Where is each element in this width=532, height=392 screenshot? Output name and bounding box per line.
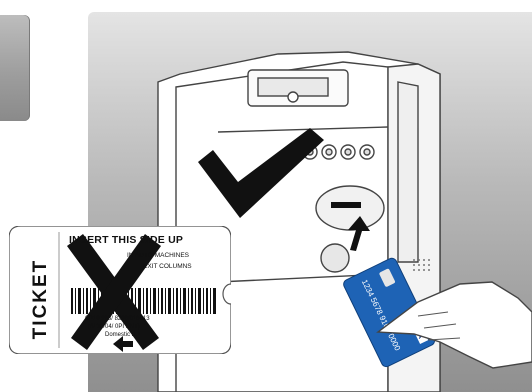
ticket-line-2: EXIT COLUMNS xyxy=(143,263,192,270)
ticket-side-label: TICKET xyxy=(30,249,52,349)
ticket-line-1: IN AUTO MACHINES xyxy=(127,252,189,259)
ticket-code-c: Domestic rt 1 xyxy=(105,332,140,338)
side-tab-button[interactable] xyxy=(0,15,30,121)
parking-ticket: TICKET INSERT THIS SIDE UP IN AUTO MACHI… xyxy=(9,226,231,354)
ticket-code-a: 6/110 963/ 8206/016613 xyxy=(85,316,150,322)
ticket-code-b: (6/ 30/04/ 0PI ENT) xyxy=(88,324,140,330)
ticket-heading: INSERT THIS SIDE UP xyxy=(69,234,183,246)
